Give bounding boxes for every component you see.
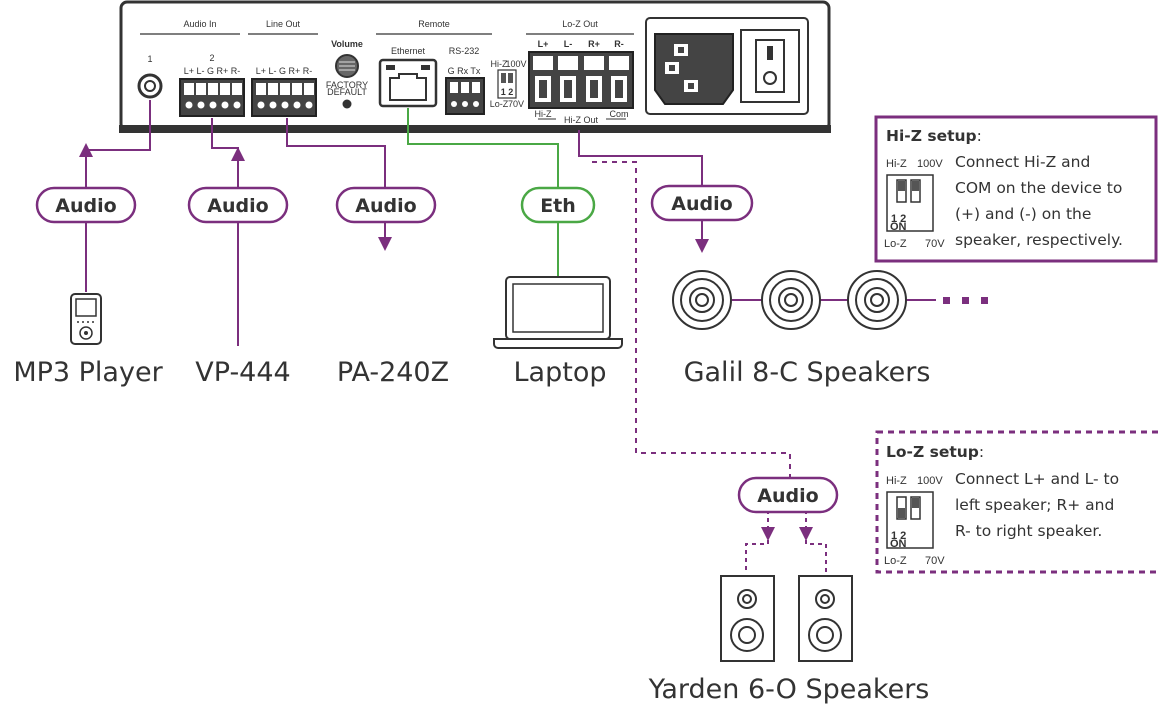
hiz-dip-12: 1 2 — [891, 213, 906, 225]
hiz-note-line-4: speaker, respectively. — [955, 231, 1123, 249]
audio-pill-galil-label: Audio — [671, 193, 732, 215]
vp444-label: VP-444 — [195, 357, 290, 388]
line-out-pins-label: L+ L- G R+ R- — [256, 66, 313, 76]
loz-note-line-3: R- to right speaker. — [955, 522, 1102, 540]
hiz-dip-70v: 70V — [925, 238, 945, 250]
yarden-speakers-label: Yarden 6-O Speakers — [648, 674, 930, 704]
panel-hiz-small: Hi-Z — [535, 109, 552, 119]
laptop-icon — [493, 276, 623, 349]
hiz-note-line-3: (+) and (-) on the — [955, 205, 1091, 223]
audio-in-2-terminal — [179, 78, 245, 117]
device-rear-panel: Audio In Line Out Remote Lo-Z Out 1 2 L+… — [119, 0, 831, 133]
loz-cable — [592, 161, 791, 478]
loz-out-terminal-block — [528, 51, 634, 109]
hiz-note-colon: : — [977, 127, 982, 145]
loz-setup-note: Lo-Z setup: Hi-Z 100V 1 2 ON Lo-Z 70V Co… — [875, 430, 1159, 574]
audio-pill-mp3: Audio — [35, 186, 137, 224]
mp3-player-label: MP3 Player — [13, 357, 163, 388]
audio-pill-vp444: Audio — [187, 186, 289, 224]
hiz-note-line-1: Connect Hi-Z and — [955, 153, 1090, 171]
audio-pill-yarden-label: Audio — [757, 485, 818, 507]
panel-dip-100v: 100V — [505, 59, 526, 69]
audio-in-header: Audio In — [183, 19, 216, 29]
port2-label: 2 — [209, 53, 214, 63]
loz-rplus-label: R+ — [588, 39, 600, 49]
panel-dip-loz: Lo-Z — [490, 99, 509, 109]
power-inlet — [645, 17, 809, 115]
loz-note-line-1: Connect L+ and L- to — [955, 470, 1119, 488]
rs232-pins-label: G Rx Tx — [448, 66, 481, 76]
laptop-label: Laptop — [514, 357, 607, 388]
yarden-speakers-icon — [720, 575, 853, 662]
loz-dip-100v: 100V — [917, 475, 943, 487]
panel-base — [119, 125, 831, 133]
ethernet-port — [378, 58, 438, 108]
line-out-header: Line Out — [266, 19, 301, 29]
audio-pill-pa240z-label: Audio — [355, 195, 416, 217]
loz-note-title: Lo-Z setup — [886, 443, 979, 461]
rs232-label: RS-232 — [449, 46, 480, 56]
loz-dip-hiz: Hi-Z — [886, 475, 907, 487]
line-out-terminal — [251, 78, 317, 117]
hiz-note-title: Hi-Z setup — [886, 127, 977, 145]
factory-default-label-2: DEFAULT — [327, 87, 367, 97]
audio-pill-mp3-label: Audio — [55, 195, 116, 217]
loz-dip-12: 1 2 — [891, 530, 906, 542]
panel-com-small: Com — [609, 109, 628, 119]
loz-dip-on: ON — [890, 538, 907, 550]
eth-pill-label: Eth — [540, 195, 576, 217]
loz-lplus-label: L+ — [538, 39, 549, 49]
port1-label: 1 — [147, 54, 152, 64]
audio-pill-yarden: Audio — [737, 476, 839, 514]
hiz-note-line-2: COM on the device to — [955, 179, 1122, 197]
hiz-dip-switch — [886, 174, 934, 232]
loz-note-colon: : — [979, 443, 984, 461]
pa240z-label: PA-240Z — [337, 357, 449, 388]
hiz-dip-loz: Lo-Z — [884, 238, 907, 250]
loz-note-line-2: left speaker; R+ and — [955, 496, 1114, 514]
factory-default-label-1: FACTORY — [326, 80, 368, 90]
ethernet-label: Ethernet — [391, 46, 426, 56]
factory-default-button — [342, 99, 352, 109]
galil-speakers-label: Galil 8-C Speakers — [684, 357, 931, 388]
rs232-terminal — [445, 77, 485, 115]
loz-dip-loz: Lo-Z — [884, 555, 907, 567]
hiz-dip-on: ON — [890, 221, 907, 233]
eth-pill: Eth — [520, 186, 596, 224]
audio-pill-vp444-label: Audio — [207, 195, 268, 217]
panel-dip-70v: 70V — [508, 99, 524, 109]
loz-rminus-label: R- — [614, 39, 624, 49]
panel-dip-12: 1 2 — [501, 87, 514, 97]
audio-pill-pa240z: Audio — [335, 186, 437, 224]
more-speakers-dots — [943, 297, 988, 304]
hiz-dip-hiz: Hi-Z — [886, 158, 907, 170]
cables — [79, 100, 827, 572]
hiz-out-label: Hi-Z Out — [564, 115, 599, 125]
mp3-player-icon — [70, 293, 102, 345]
remote-header: Remote — [418, 19, 450, 29]
svg-text:Hi-Z setup:: Hi-Z setup: — [886, 127, 982, 145]
galil-speakers-icon — [672, 270, 936, 330]
loz-dip-70v: 70V — [925, 555, 945, 567]
hiz-setup-note: Hi-Z setup: Hi-Z 100V 1 2 ON Lo-Z 70V Co… — [874, 115, 1158, 263]
svg-text:Lo-Z setup:: Lo-Z setup: — [886, 443, 984, 461]
vp444-cable — [211, 118, 239, 346]
panel-dip-hiz: Hi-Z — [491, 59, 508, 69]
volume-label: Volume — [331, 39, 363, 49]
loz-out-header: Lo-Z Out — [562, 19, 598, 29]
loz-lminus-label: L- — [564, 39, 573, 49]
loz-dip-switch — [886, 491, 934, 549]
audio-in-pins-label: L+ L- G R+ R- — [184, 66, 241, 76]
hiz-dip-100v: 100V — [917, 158, 943, 170]
audio-pill-galil: Audio — [650, 184, 754, 222]
